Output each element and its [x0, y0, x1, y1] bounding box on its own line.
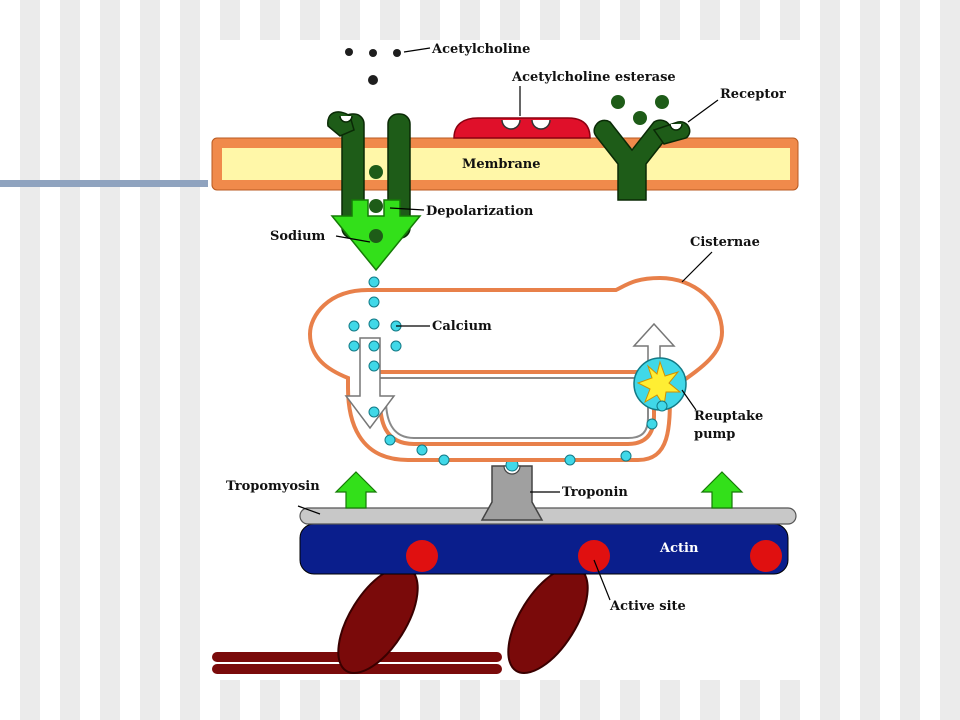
reuptake-label-line1: Reuptake	[694, 409, 763, 424]
active-site-label: Active site	[609, 599, 686, 614]
reuptake-label-line2: pump	[694, 427, 735, 442]
tropomyosin-strand	[299, 507, 797, 525]
sodium-ions	[369, 165, 383, 243]
esterase-label: Acetylcholine esterase	[511, 70, 676, 85]
calcium-label: Calcium	[432, 319, 492, 334]
cisternae	[307, 275, 725, 462]
active-sites	[406, 540, 782, 572]
acetylcholine-esterase	[453, 117, 591, 139]
actin-label: Actin	[659, 541, 699, 556]
depolarization-label: Depolarization	[426, 204, 534, 219]
membrane: Membrane	[211, 137, 799, 191]
actin-filament: Actin	[299, 523, 789, 575]
accent-bar	[0, 180, 208, 187]
acetylcholine-molecules	[345, 48, 401, 85]
receptor-label: Receptor	[720, 87, 786, 102]
tropomyosin-arrows	[334, 471, 744, 509]
calcium-release-arrow	[344, 337, 396, 430]
troponin	[480, 458, 544, 521]
receptor-ach	[611, 95, 669, 125]
muscle-contraction-diagram: Actin	[208, 40, 801, 680]
acetylcholine-label: Acetylcholine	[431, 42, 530, 57]
receptor	[593, 119, 691, 201]
calcium-ions	[348, 276, 668, 466]
leader-lines	[297, 47, 719, 601]
cisternae-label: Cisternae	[690, 235, 760, 250]
troponin-label: Troponin	[562, 485, 628, 500]
sodium-label: Sodium	[270, 229, 326, 244]
tropomyosin-label: Tropomyosin	[226, 479, 320, 494]
membrane-label: Membrane	[462, 157, 541, 172]
